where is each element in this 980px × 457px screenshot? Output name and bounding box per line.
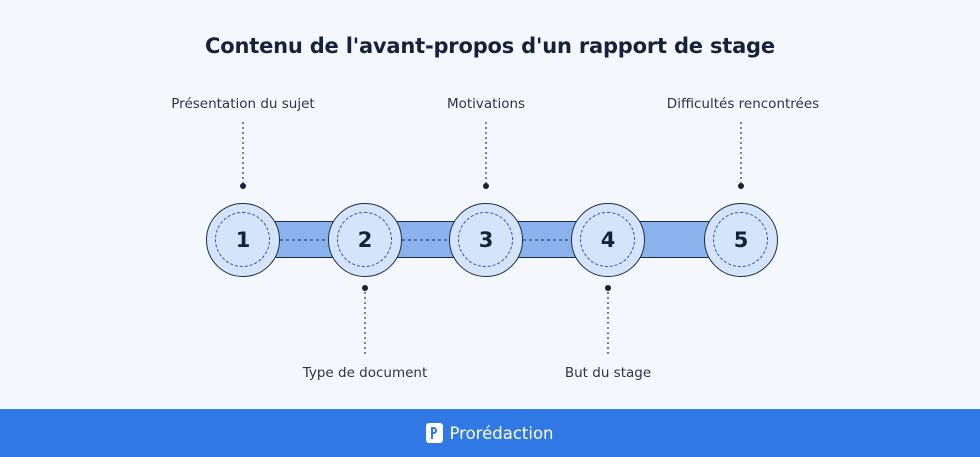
step-5-dashed-ring (713, 212, 768, 267)
brand-name: Prorédaction (449, 423, 554, 443)
footer-bar: Prorédaction (0, 409, 980, 457)
diagram-title: Contenu de l'avant-propos d'un rapport d… (205, 34, 775, 58)
step-4-circle: 4 (571, 203, 645, 277)
step-1-label: Présentation du sujet (171, 96, 315, 112)
brand-logo-icon (426, 423, 444, 443)
step-3-number: 3 (478, 228, 494, 252)
step-1-number: 1 (235, 228, 251, 252)
connector-dot-step-1 (240, 183, 246, 189)
step-4-label: But du stage (564, 365, 652, 381)
step-5-label: Difficultés rencontrées (666, 96, 820, 112)
step-5-circle: 5 (704, 203, 778, 277)
connector-dot-step-5 (738, 183, 744, 189)
connector-dot-step-3 (483, 183, 489, 189)
connector-dot-step-4 (605, 285, 611, 291)
step-3-label: Motivations (446, 96, 526, 112)
step-2-number: 2 (357, 228, 373, 252)
step-2-label: Type de document (302, 365, 428, 381)
step-1-dashed-ring (215, 212, 270, 267)
step-3-dashed-ring (458, 212, 513, 267)
step-2-dashed-ring (337, 212, 392, 267)
step-4-number: 4 (600, 228, 616, 252)
step-1-circle: 1 (206, 203, 280, 277)
connector-dot-step-2 (362, 285, 368, 291)
step-2-circle: 2 (328, 203, 402, 277)
step-5-number: 5 (733, 228, 749, 252)
step-4-dashed-ring (580, 212, 635, 267)
brand[interactable]: Prorédaction (0, 409, 980, 457)
step-3-circle: 3 (449, 203, 523, 277)
